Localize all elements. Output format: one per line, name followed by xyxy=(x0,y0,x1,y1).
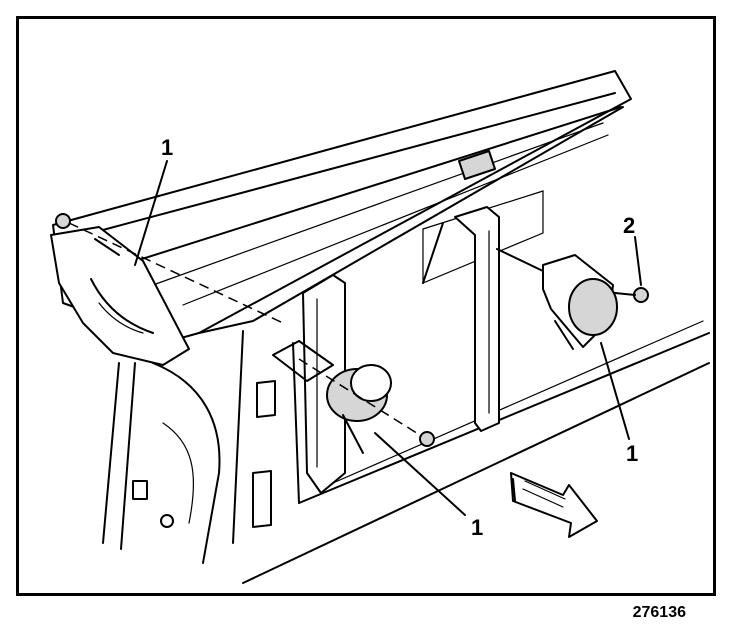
fender-left xyxy=(50,226,221,564)
diagram-frame: 1 2 1 1 xyxy=(16,16,716,596)
leader-lines xyxy=(134,160,642,516)
bolt-left-top xyxy=(55,213,284,324)
figure-id-label: 276136 xyxy=(632,604,686,621)
callout-2-top-right: 2 xyxy=(623,213,636,238)
front-direction-arrow xyxy=(510,472,598,538)
core-support xyxy=(232,190,710,584)
radiator-support-upper xyxy=(52,70,632,344)
callout-1-right: 1 xyxy=(626,441,639,466)
callout-1-top-left: 1 xyxy=(161,135,174,160)
horn-assembly-drawing xyxy=(50,70,710,584)
callout-1-bottom: 1 xyxy=(471,515,484,540)
horn-right-assembly xyxy=(454,206,649,432)
horn-left-assembly xyxy=(272,274,435,494)
